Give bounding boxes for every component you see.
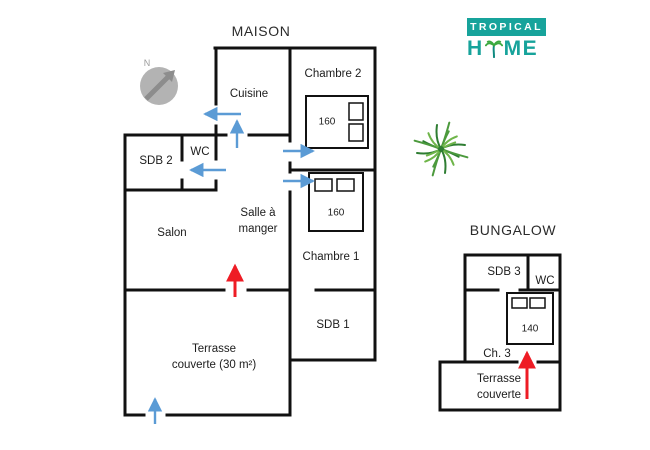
room-label-chambre2: Chambre 2: [304, 68, 362, 80]
maison-title: MAISON: [231, 23, 291, 39]
entrance-arrow-icons: [226, 263, 536, 399]
bed-icon-chambre1: [308, 172, 364, 232]
salle-a-manger-line1: Salle à: [240, 206, 276, 219]
logo-letter-h: H: [467, 37, 484, 60]
compass-north-label: N: [143, 58, 151, 68]
bed-size-chambre1: 160: [327, 207, 345, 219]
room-label-wc-bungalow: WC: [535, 275, 555, 287]
tree-icon: [413, 121, 469, 177]
palm-tree-icon: [484, 40, 503, 58]
bed-icon-bungalow: [506, 292, 554, 345]
salle-a-manger-line2: manger: [238, 223, 278, 235]
room-label-chambre1: Chambre 1: [302, 251, 360, 263]
room-label-terrasse-maison: Terrasse couverte (30 m²): [172, 341, 256, 373]
logo-letters-me: ME: [503, 37, 539, 60]
room-label-sdb3: SDB 3: [487, 266, 521, 278]
bungalow-walls: [438, 253, 562, 412]
bed-icon-chambre2: [305, 95, 369, 149]
room-label-salle-a-manger: Salle à manger: [239, 205, 278, 237]
bed-size-bungalow: 140: [521, 323, 539, 335]
terrasse-maison-line2: couverte (30 m²): [171, 359, 257, 371]
tropical-home-logo: TROPICAL H ME: [467, 18, 563, 61]
bed-size-chambre2: 160: [318, 116, 336, 128]
terrasse-maison-line1: Terrasse: [191, 342, 237, 355]
terrasse-bungalow-line2: couverte: [476, 389, 522, 401]
compass-icon: [140, 67, 178, 105]
logo-band-text: TROPICAL: [467, 18, 546, 36]
room-label-sdb2: SDB 2: [139, 155, 173, 167]
bungalow-title: BUNGALOW: [469, 222, 557, 238]
door-arrow-icons: [147, 106, 315, 424]
logo-home-text: H ME: [467, 37, 563, 61]
room-label-ch3: Ch. 3: [483, 348, 511, 360]
room-label-salon: Salon: [157, 227, 187, 239]
room-label-sdb1: SDB 1: [316, 319, 350, 331]
terrasse-bungalow-line1: Terrasse: [476, 372, 522, 385]
room-label-cuisine: Cuisine: [229, 88, 269, 100]
room-label-wc: WC: [190, 146, 210, 158]
maison-walls: [123, 46, 377, 417]
room-label-terrasse-bungalow: Terrasse couverte: [477, 371, 521, 403]
